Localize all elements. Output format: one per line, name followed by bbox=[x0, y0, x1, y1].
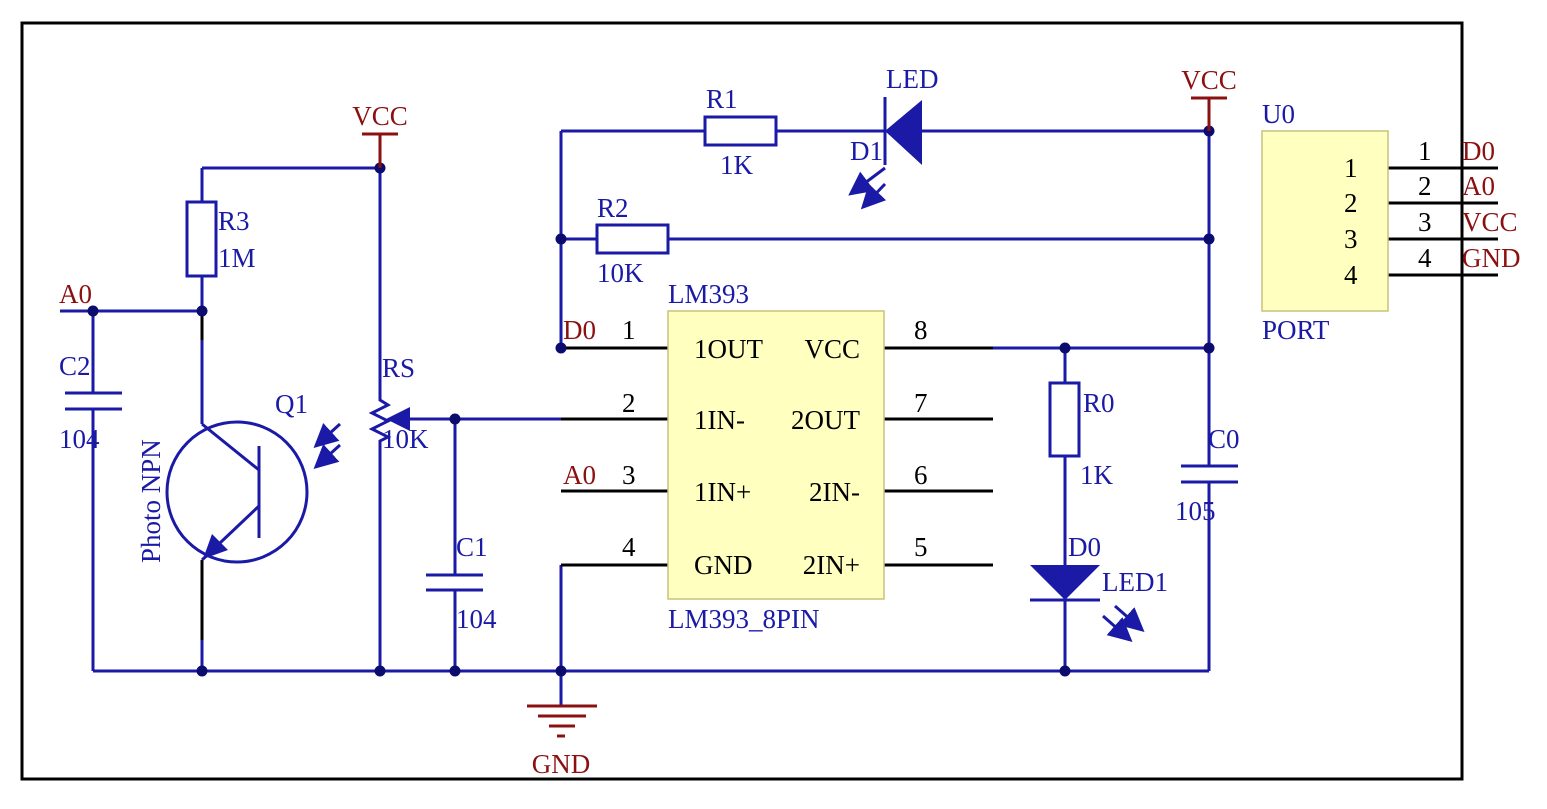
wires bbox=[60, 104, 1211, 705]
port-pin-inner-num: 1 bbox=[1344, 153, 1358, 183]
r2-ref: R2 bbox=[597, 193, 629, 223]
r0-ref: R0 bbox=[1083, 388, 1115, 418]
d0-name: LED1 bbox=[1102, 567, 1168, 597]
potentiometer-rs bbox=[368, 396, 410, 444]
vcc-symbol-right bbox=[1191, 96, 1227, 131]
d1-ref: D1 bbox=[850, 136, 883, 166]
port-net-label: VCC bbox=[1462, 207, 1518, 237]
pin-stubs bbox=[200, 166, 1498, 640]
u1-pin-num: 6 bbox=[914, 460, 928, 490]
r2-value: 10K bbox=[597, 258, 644, 288]
u1-pin-name: VCC bbox=[804, 334, 860, 364]
r3-ref: R3 bbox=[218, 206, 250, 236]
lm393-title: LM393 bbox=[668, 279, 749, 309]
port-ref: U0 bbox=[1262, 99, 1295, 129]
lm393-body bbox=[667, 310, 885, 600]
vcc-label-left: VCC bbox=[352, 101, 408, 131]
resistor-r1 bbox=[703, 115, 778, 147]
c0-value: 105 bbox=[1175, 496, 1216, 526]
port-name: PORT bbox=[1262, 315, 1330, 345]
port-net-label: GND bbox=[1462, 243, 1521, 273]
u1-pin-name: 1IN+ bbox=[694, 477, 751, 507]
r1-ref: R1 bbox=[706, 84, 738, 114]
capacitor-c1 bbox=[426, 573, 483, 592]
net-label-d0-left: D0 bbox=[563, 315, 596, 345]
c2-value: 104 bbox=[59, 424, 100, 454]
u1-pin-name: 2OUT bbox=[791, 405, 860, 435]
u1-pin-name: 1IN- bbox=[694, 405, 745, 435]
rs-ref: RS bbox=[382, 353, 415, 383]
d1-name: LED bbox=[886, 64, 938, 94]
port-body bbox=[1261, 130, 1389, 312]
capacitor-c0 bbox=[1181, 464, 1238, 484]
port-pin-num: 2 bbox=[1418, 171, 1432, 201]
u1-pin-num: 7 bbox=[914, 388, 928, 418]
u1-pin-num: 5 bbox=[914, 532, 928, 562]
resistor-r3 bbox=[185, 200, 218, 278]
q1-type: Photo NPN bbox=[136, 439, 166, 563]
net-label-a0-mid: A0 bbox=[563, 460, 596, 490]
sheet-border bbox=[20, 21, 1464, 781]
gnd-label: GND bbox=[532, 749, 591, 779]
led-d1 bbox=[848, 97, 922, 210]
port-pin-inner-num: 4 bbox=[1344, 260, 1358, 290]
resistor-r0 bbox=[1048, 381, 1081, 458]
u1-pin-num: 8 bbox=[914, 315, 928, 345]
r0-value: 1K bbox=[1080, 460, 1114, 490]
gnd-symbol bbox=[527, 704, 597, 738]
port-pin-num: 3 bbox=[1418, 207, 1432, 237]
u1-pin-num: 1 bbox=[622, 315, 636, 345]
c0-ref: C0 bbox=[1208, 424, 1240, 454]
port-net-label: A0 bbox=[1462, 171, 1495, 201]
r3-value: 1M bbox=[218, 243, 256, 273]
lm393-footprint: LM393_8PIN bbox=[668, 604, 820, 634]
vcc-label-right: VCC bbox=[1181, 65, 1237, 95]
resistor-r2 bbox=[595, 223, 670, 255]
rs-value: 10K bbox=[382, 424, 429, 454]
u1-pin-name: 1OUT bbox=[694, 334, 763, 364]
port-net-label: D0 bbox=[1462, 136, 1495, 166]
port-pin-num: 4 bbox=[1418, 243, 1432, 273]
q1-ref: Q1 bbox=[275, 389, 308, 419]
net-label-a0-left: A0 bbox=[59, 279, 92, 309]
u1-pin-num: 2 bbox=[622, 388, 636, 418]
u1-pin-name: GND bbox=[694, 550, 753, 580]
d0-ref: D0 bbox=[1068, 532, 1101, 562]
capacitor-c2 bbox=[65, 391, 122, 411]
port-pin-num: 1 bbox=[1418, 136, 1432, 166]
c1-value: 104 bbox=[456, 604, 497, 634]
u1-pin-name: 2IN- bbox=[809, 477, 860, 507]
u1-pin-num: 3 bbox=[622, 460, 636, 490]
c2-ref: C2 bbox=[59, 351, 91, 381]
port-pin-inner-num: 2 bbox=[1344, 188, 1358, 218]
port-pin-inner-num: 3 bbox=[1344, 224, 1358, 254]
u1-pin-num: 4 bbox=[622, 532, 636, 562]
u1-pin-name: 2IN+ bbox=[803, 550, 860, 580]
r1-value: 1K bbox=[720, 150, 754, 180]
vcc-symbol-left bbox=[362, 132, 398, 168]
led-d0 bbox=[1030, 565, 1145, 642]
phototransistor-q1 bbox=[165, 420, 342, 564]
junction-dots bbox=[87, 125, 1215, 677]
c1-ref: C1 bbox=[456, 532, 488, 562]
